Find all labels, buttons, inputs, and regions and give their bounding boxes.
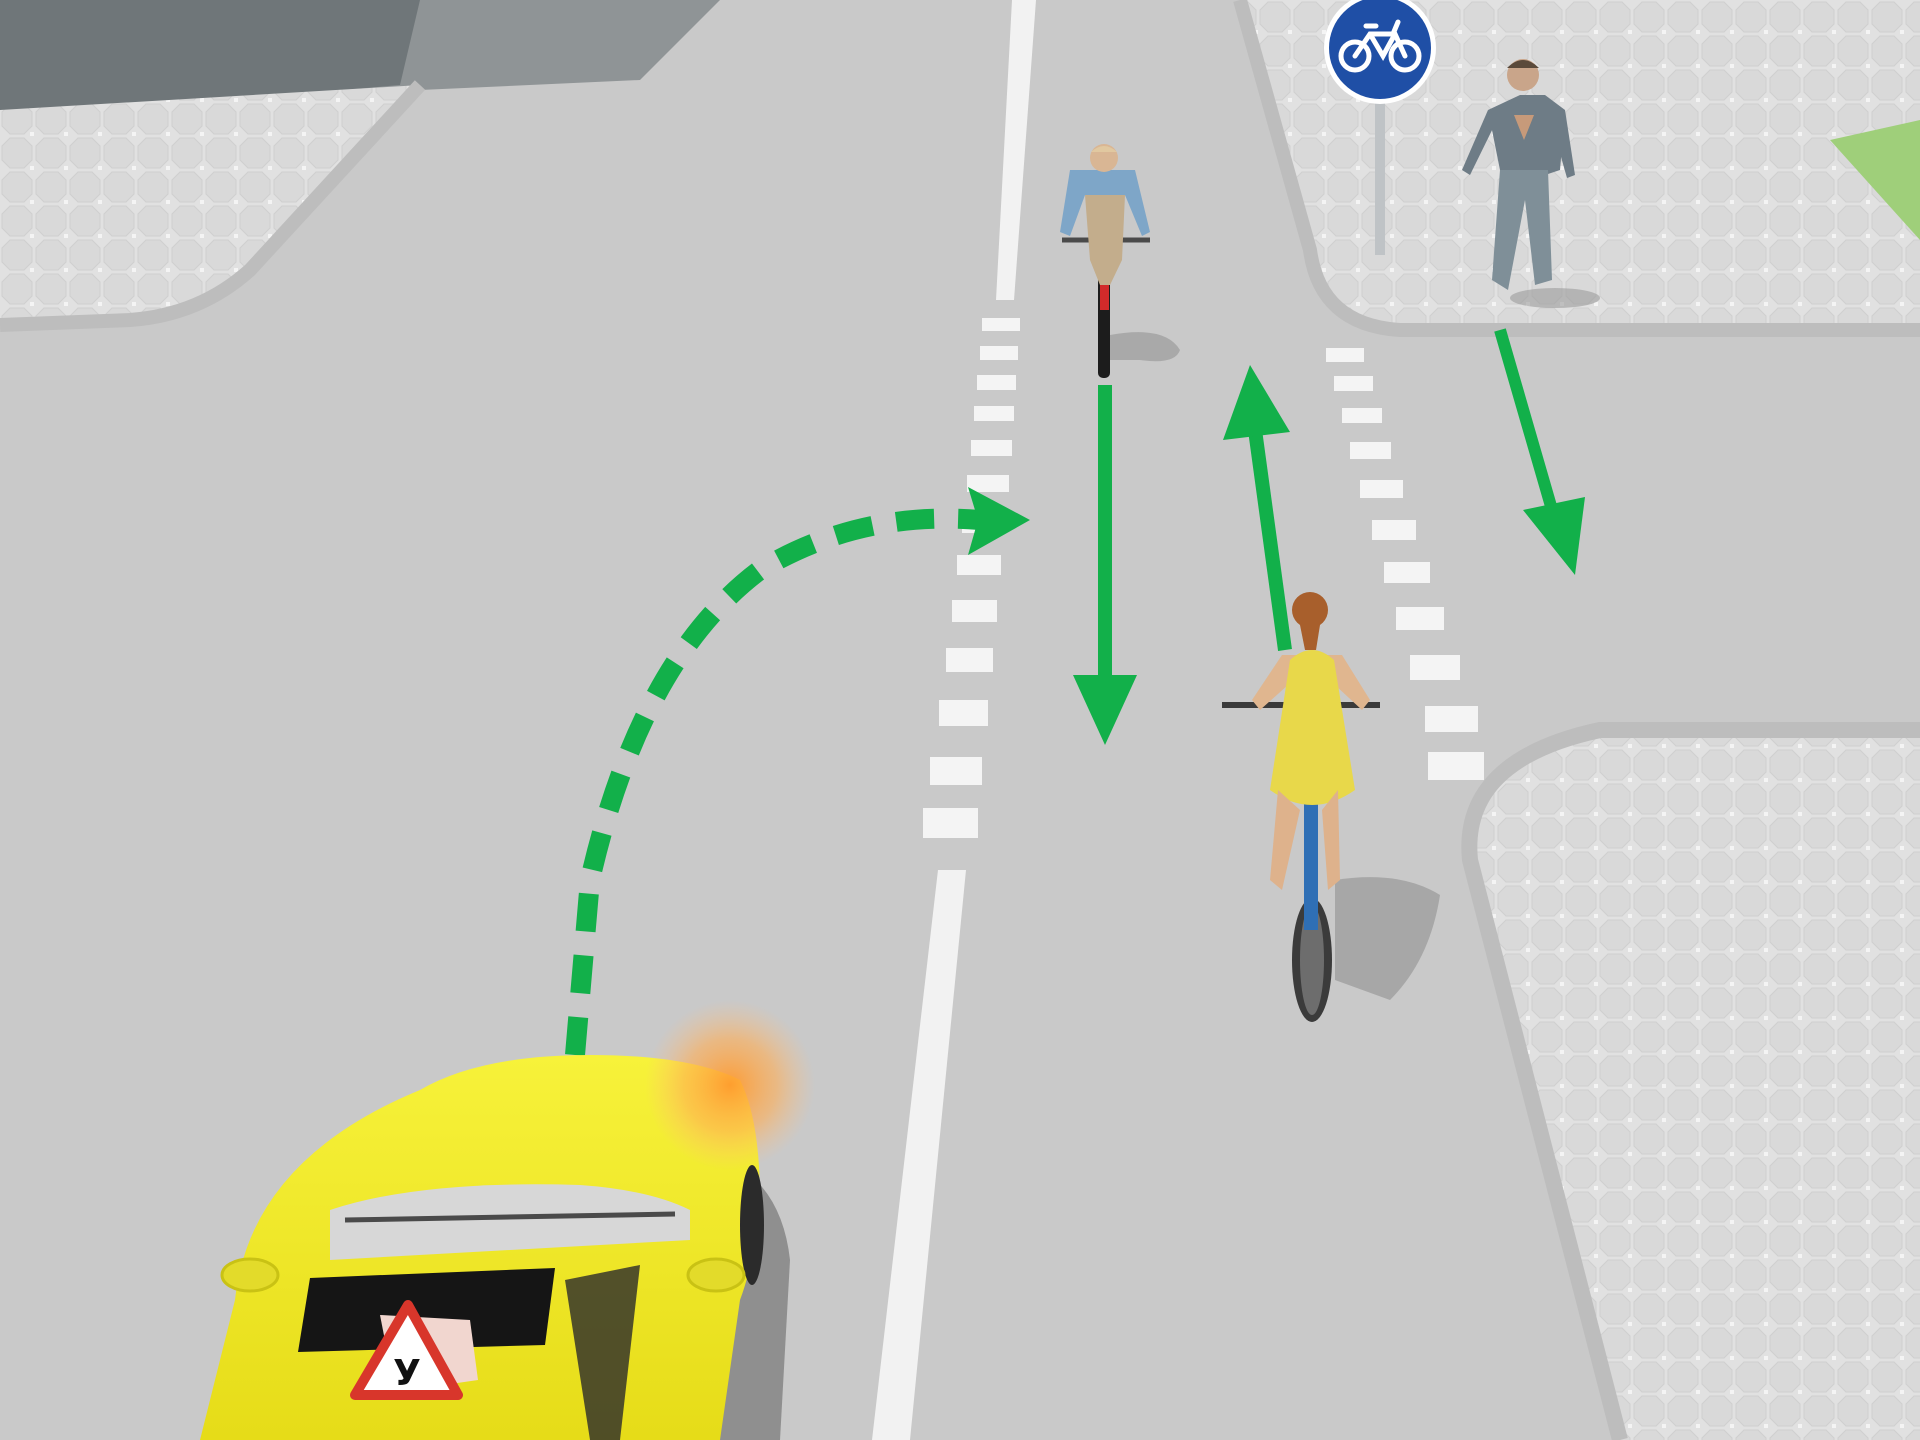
near-cyclist-arrow-head (1223, 365, 1290, 440)
sidewalk-top-left (0, 85, 420, 325)
pedestrian-arrow-head (1523, 497, 1585, 575)
turn-arrow-head (968, 487, 1030, 555)
turn-indicator-glow (645, 1000, 815, 1170)
near-cyclist-arrow (1248, 429, 1292, 651)
car-windshield (330, 1184, 690, 1260)
learner-car (200, 1000, 815, 1440)
crossing-markings-left (923, 318, 1020, 838)
center-line-bottom (872, 870, 966, 1440)
curb-top-right (1233, 0, 1920, 337)
arrow-heads (968, 365, 1585, 745)
far-cyclist-arrow-head (1073, 675, 1137, 745)
pedestrian-arrow (1494, 328, 1561, 522)
car-rear-window (298, 1268, 555, 1352)
curb-bottom-right (1461, 722, 1920, 1440)
movement-arrows (565, 328, 1561, 1056)
curb-top-left (0, 80, 426, 332)
grass-patch (1830, 120, 1920, 240)
cyclist-far (1060, 144, 1180, 378)
crossing-markings-right (1326, 348, 1484, 780)
learner-plate-letter: У (393, 1353, 421, 1394)
car-turn-path-arrow (565, 508, 981, 1056)
building-corner-shade (0, 0, 420, 120)
bicycle-sign (1324, 0, 1436, 255)
learner-plate: У (350, 1300, 478, 1400)
center-line-top (996, 0, 1036, 300)
bicycle-icon (1338, 19, 1422, 73)
pedestrian (1462, 59, 1600, 308)
cyclist-near (1222, 592, 1440, 1022)
